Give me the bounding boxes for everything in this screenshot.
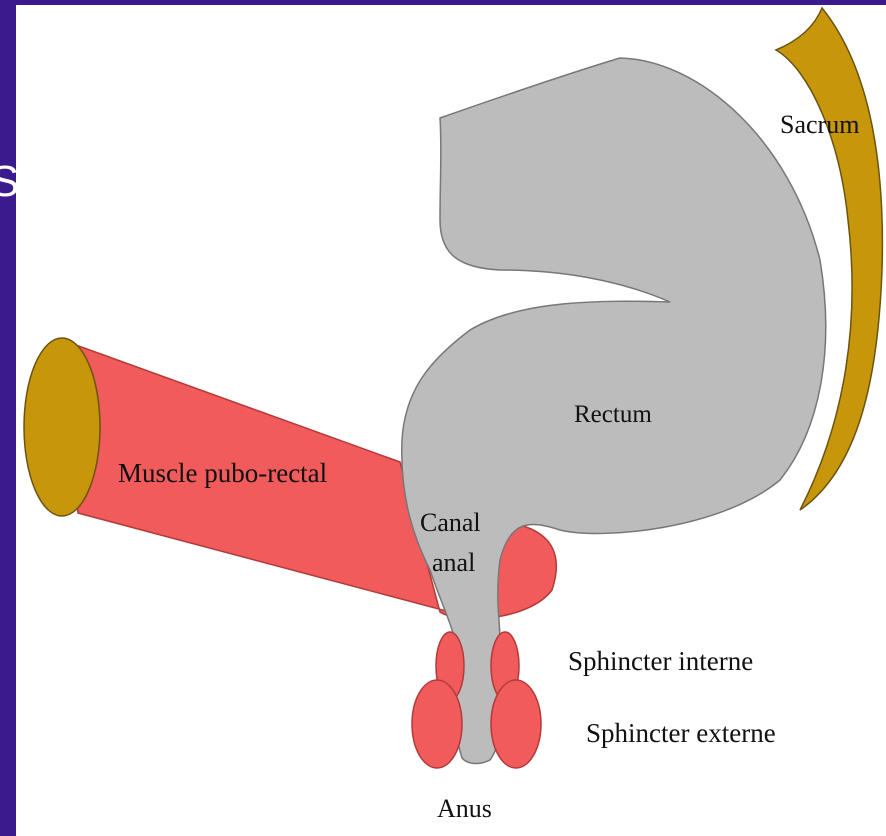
label-canal: Canal <box>420 508 481 538</box>
label-sphincter-externe: Sphincter externe <box>586 718 776 748</box>
label-anal: anal <box>432 548 475 578</box>
label-rectum: Rectum <box>574 400 652 430</box>
sphincter-externe-left <box>412 680 462 768</box>
pubis-bone-shape <box>24 338 100 516</box>
label-anus: Anus <box>437 794 492 824</box>
label-sphincter-interne: Sphincter interne <box>568 646 753 676</box>
sphincter-externe-right <box>491 680 541 768</box>
label-muscle-pubo-rectal: Muscle pubo-rectal <box>118 458 327 488</box>
label-sacrum: Sacrum <box>780 110 859 140</box>
